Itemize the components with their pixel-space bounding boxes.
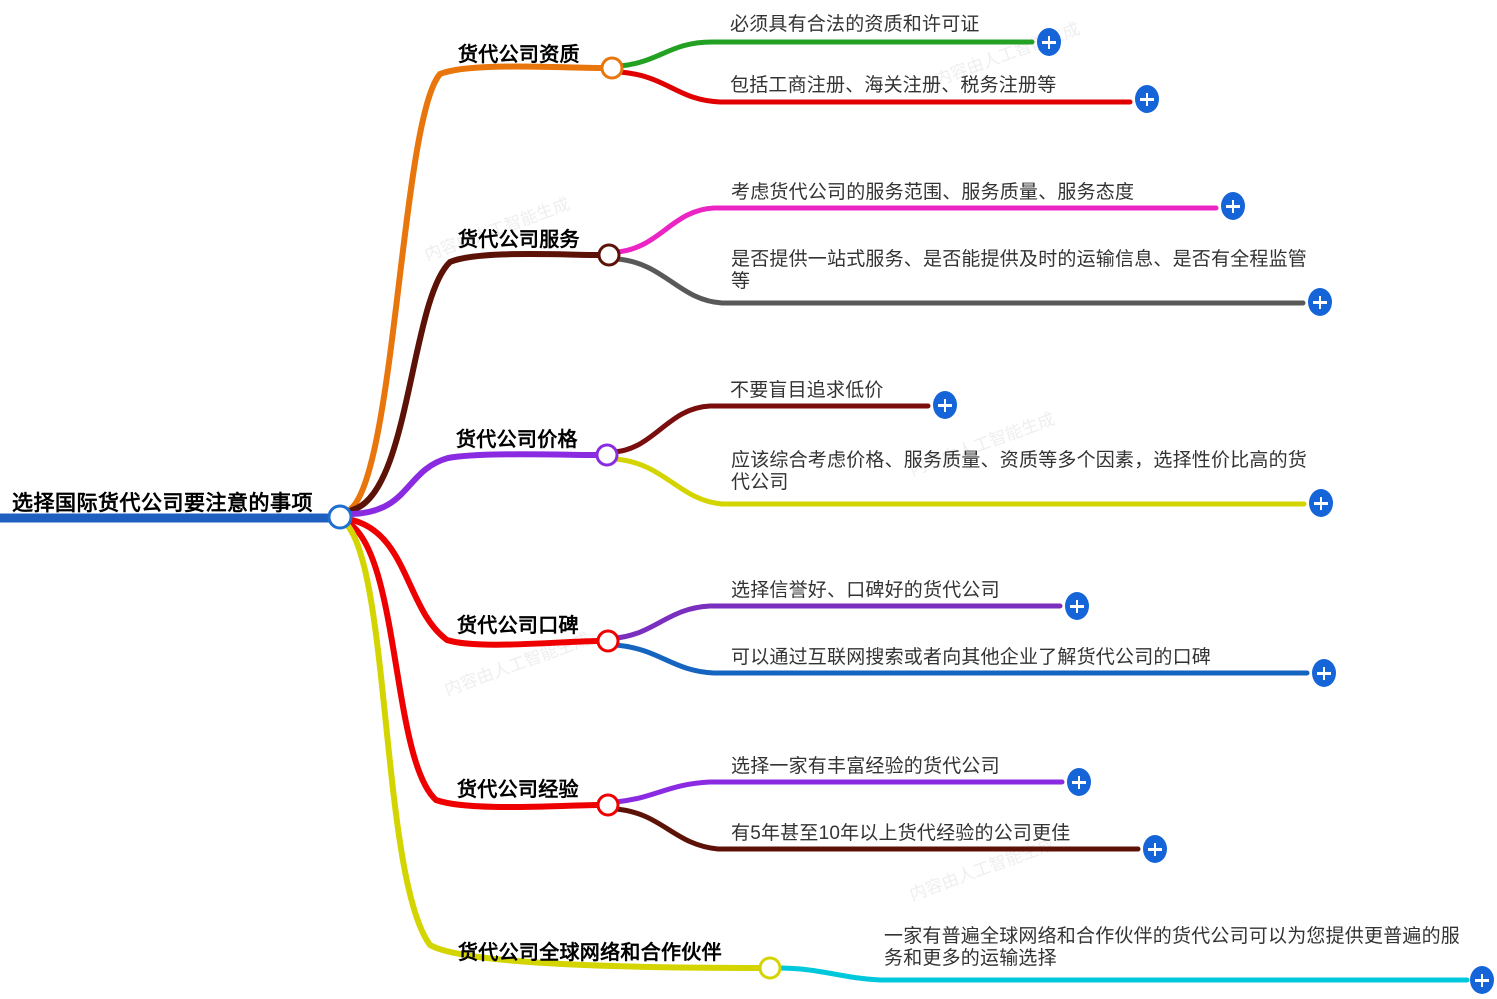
edge-b6-c1 (775, 965, 1470, 983)
expand-button-b2-c2[interactable] (1308, 288, 1332, 316)
branch-node-2-circle (597, 243, 621, 267)
expand-button-b5-c2[interactable] (1143, 835, 1167, 863)
edge-b1-c1 (617, 39, 1035, 69)
branch-label-service[interactable]: 货代公司服务 (458, 229, 580, 251)
leaf-label-b2-c2[interactable]: 是否提供一站式服务、是否能提供及时的运输信息、是否有全程监管等 (731, 249, 1308, 293)
trunk-to-branch-4 (349, 517, 603, 648)
edge-b3-c1 (612, 403, 931, 455)
trunk-to-branch-3 (349, 451, 602, 517)
trunk-to-branch-6 (345, 523, 765, 971)
edge-b5-c1 (613, 779, 1065, 805)
branch-label-experience[interactable]: 货代公司经验 (457, 779, 579, 801)
expand-button-b2-c1[interactable] (1221, 192, 1245, 220)
branch-label-qualification[interactable]: 货代公司资质 (458, 44, 580, 66)
branch-node-3-circle (595, 443, 619, 467)
edge-b3-c2 (612, 456, 1307, 507)
branch-node-6-circle (758, 956, 782, 980)
leaf-label-b6-c1[interactable]: 一家有普遍全球网络和合作伙伴的货代公司可以为您提供更普遍的服务和更多的运输选择 (884, 926, 1461, 970)
leaf-label-b5-c2[interactable]: 有5年甚至10年以上货代经验的公司更佳 (731, 823, 1071, 844)
edge-b4-c1 (613, 603, 1063, 641)
branch-node-1-circle (600, 56, 624, 80)
expand-button-b6-c1[interactable] (1470, 966, 1494, 994)
leaf-label-b1-c2[interactable]: 包括工商注册、海关注册、税务注册等 (730, 75, 1057, 96)
branch-label-global-network[interactable]: 货代公司全球网络和合作伙伴 (458, 942, 722, 964)
leaf-label-b3-c1[interactable]: 不要盲目追求低价 (730, 380, 884, 401)
expand-button-b5-c1[interactable] (1067, 768, 1091, 796)
leaf-label-b1-c1[interactable]: 必须具有合法的资质和许可证 (730, 14, 980, 35)
edge-b5-c2 (613, 806, 1141, 852)
branch-label-reputation[interactable]: 货代公司口碑 (457, 615, 579, 637)
trunk-to-branch-5 (347, 521, 603, 811)
edge-b1-c2 (617, 69, 1133, 105)
leaf-label-b4-c1[interactable]: 选择信誉好、口碑好的货代公司 (731, 580, 1000, 601)
expand-button-b4-c1[interactable] (1065, 592, 1089, 620)
leaf-label-b2-c1[interactable]: 考虑货代公司的服务范围、服务质量、服务态度 (731, 182, 1135, 203)
branch-node-5-circle (596, 793, 620, 817)
edge-b4-c2 (613, 642, 1310, 676)
leaf-label-b5-c1[interactable]: 选择一家有丰富经验的货代公司 (731, 756, 1000, 777)
branch-node-4-circle (596, 629, 620, 653)
root-node-label[interactable]: 选择国际货代公司要注意的事项 (12, 492, 313, 515)
expand-button-b4-c2[interactable] (1312, 659, 1336, 687)
trunk-to-branch-1 (342, 63, 607, 515)
branch-label-price[interactable]: 货代公司价格 (456, 429, 578, 451)
expand-button-b3-c2[interactable] (1309, 489, 1333, 517)
leaf-label-b4-c2[interactable]: 可以通过互联网搜索或者向其他企业了解货代公司的口碑 (731, 647, 1212, 668)
trunk-to-branch-2 (349, 250, 604, 513)
expand-button-b1-c1[interactable] (1037, 28, 1061, 56)
edge-b2-c2 (614, 256, 1306, 306)
expand-button-b1-c2[interactable] (1135, 85, 1159, 113)
leaf-label-b3-c2[interactable]: 应该综合考虑价格、服务质量、资质等多个因素，选择性价比高的货代公司 (731, 450, 1308, 494)
edge-b2-c1 (614, 205, 1219, 255)
root-node-circle (327, 504, 353, 530)
expand-button-b3-c1[interactable] (933, 391, 957, 419)
